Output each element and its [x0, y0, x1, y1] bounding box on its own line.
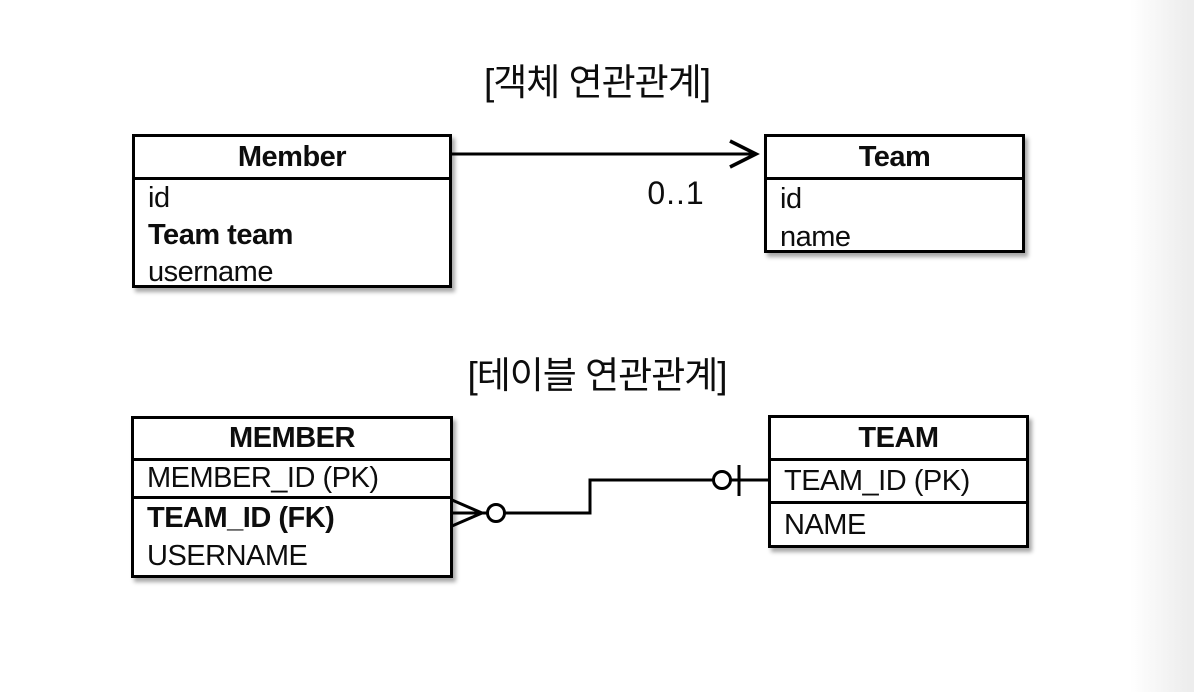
member-pk-row: MEMBER_ID (PK) — [134, 461, 450, 499]
table-relation-title: [테이블 연관관계] — [467, 355, 727, 396]
class-field-id: id — [148, 182, 170, 214]
multiplicity-label: 0..1 — [647, 175, 705, 211]
page-edge-gradient — [1130, 0, 1194, 692]
team-table-title: TEAM — [771, 418, 1026, 461]
team-table-box: TEAM TEAM_ID (PK) NAME — [768, 415, 1029, 548]
member-username-row: USERNAME — [147, 539, 308, 572]
class-field-username: username — [148, 256, 273, 288]
relationship-line — [504, 478, 714, 515]
team-name-row: NAME — [784, 509, 866, 541]
member-fk-row: TEAM_ID (FK) — [147, 501, 335, 534]
team-class-title: Team — [767, 137, 1022, 180]
zero-or-one-icon — [712, 465, 741, 496]
member-class-box: Member id Team team username — [132, 134, 452, 288]
table-relationship-connector — [451, 465, 768, 528]
association-arrow — [452, 139, 760, 169]
arrowhead-icon — [729, 139, 760, 169]
class-field-team-team: Team team — [148, 219, 293, 251]
member-class-title: Member — [135, 137, 449, 180]
zero-or-many-icon — [451, 498, 506, 528]
member-table-title: MEMBER — [134, 419, 450, 461]
class-field-name: name — [780, 220, 851, 253]
object-relation-title: [객체 연관관계] — [483, 62, 711, 103]
team-pk-row: TEAM_ID (PK) — [771, 461, 1026, 504]
member-table-box: MEMBER MEMBER_ID (PK) TEAM_ID (FK) USERN… — [131, 416, 453, 578]
class-field-id: id — [780, 182, 802, 215]
team-class-box: Team id name — [764, 134, 1025, 253]
